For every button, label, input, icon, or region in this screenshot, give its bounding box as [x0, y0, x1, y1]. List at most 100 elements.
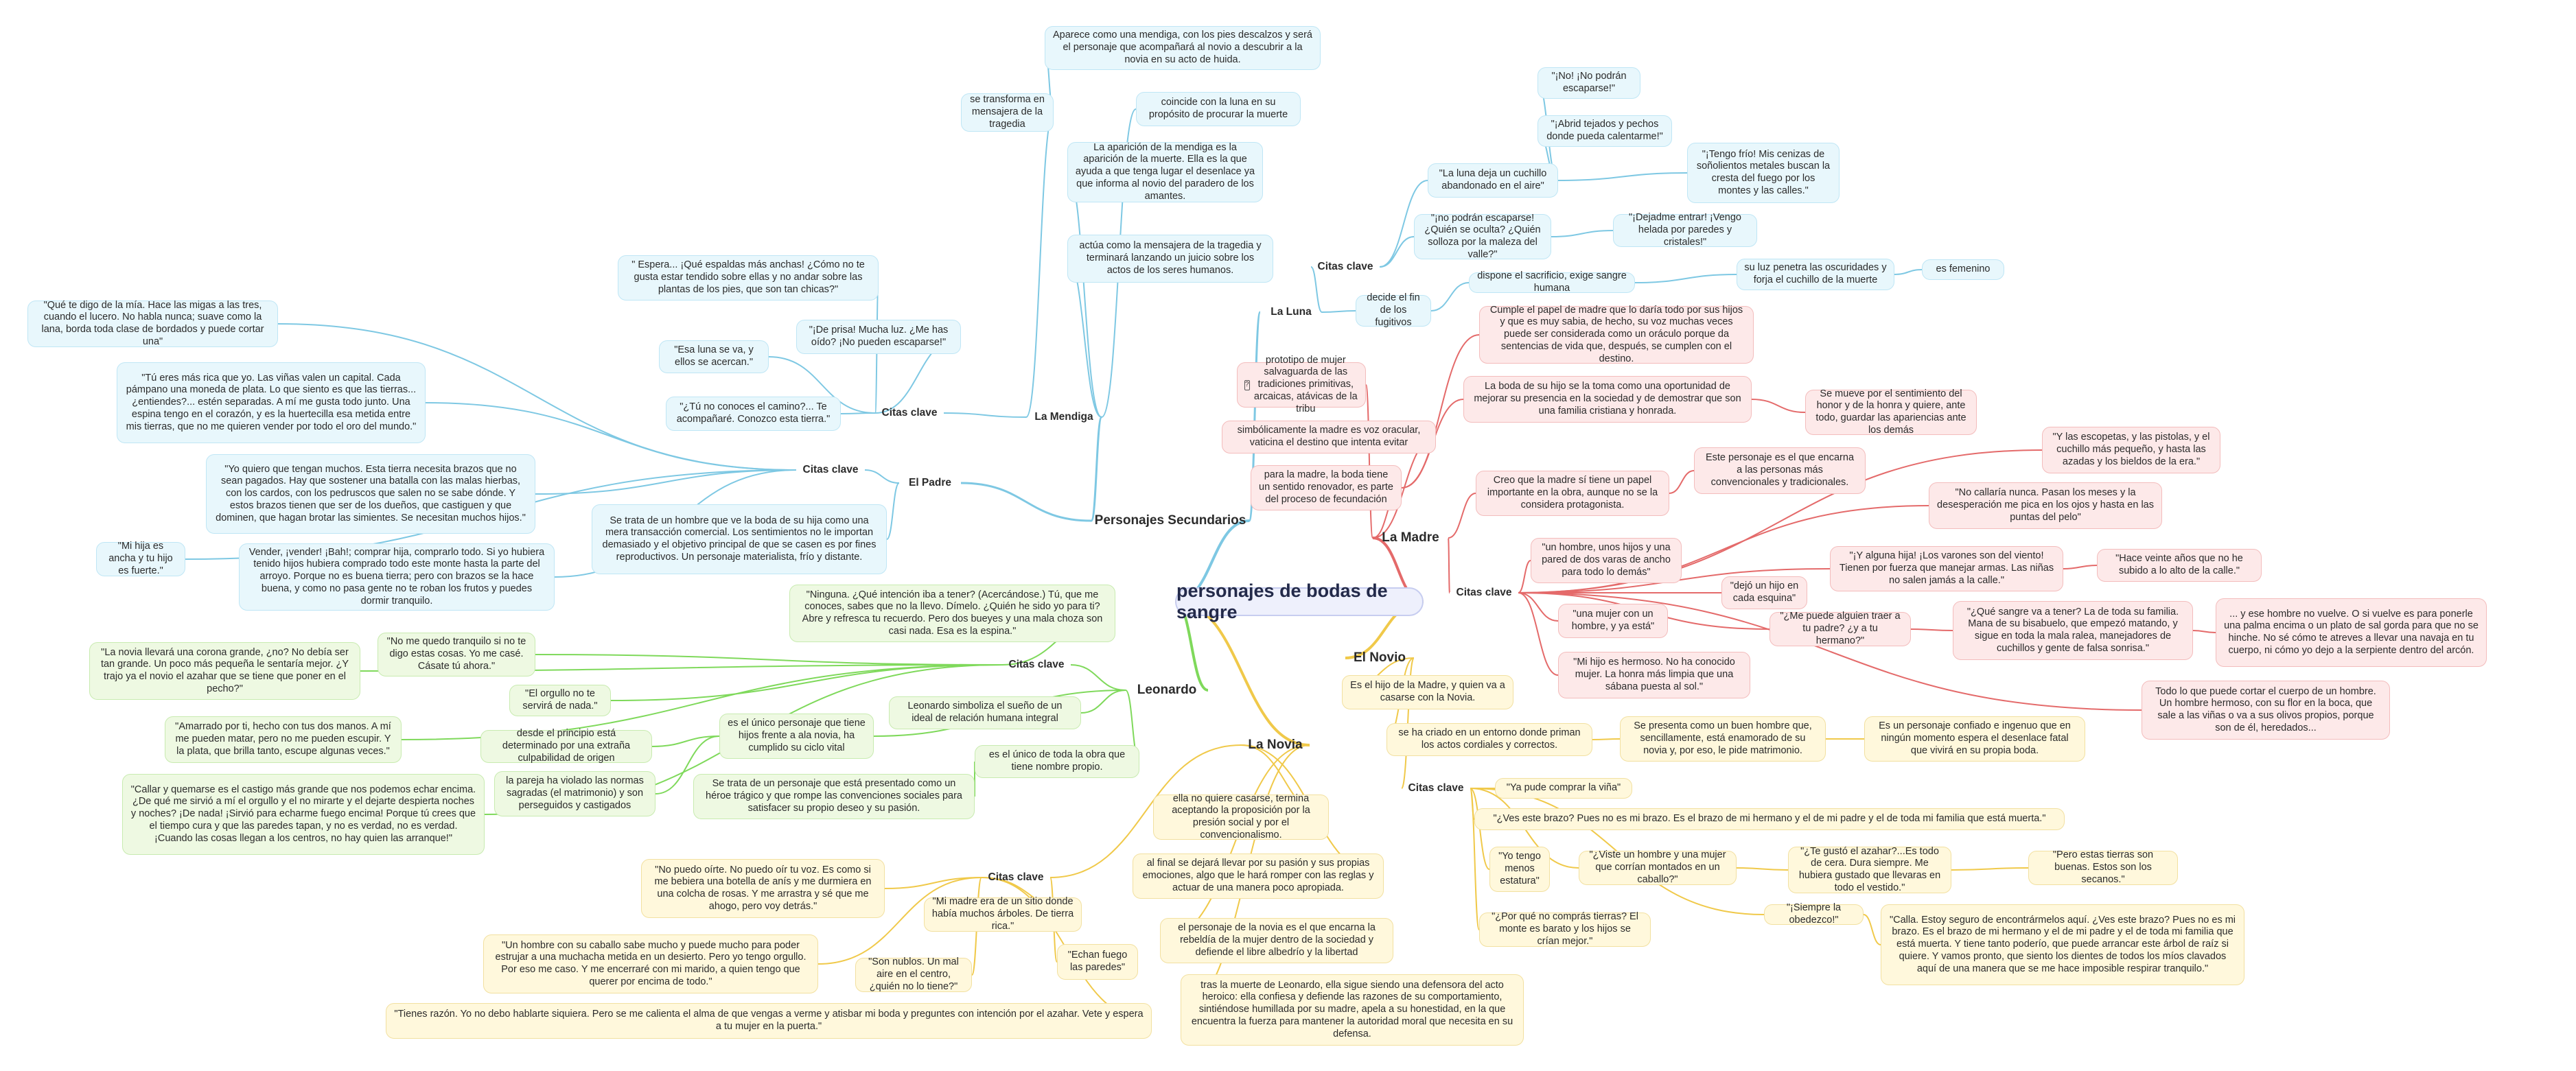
leonardo-cita[interactable]: "El orgullo no te servirá de nada." — [509, 685, 611, 716]
madre-cita[interactable]: "Hace veinte años que no he subido a lo … — [2097, 549, 2262, 582]
luna-cita[interactable]: "¡No! ¡No podrán escaparse!" — [1538, 67, 1640, 99]
luna-cita[interactable]: "¡Dejadme entrar! ¡Vengo helada por pare… — [1613, 212, 1757, 248]
leonardo-cita[interactable]: "Ninguna. ¿Qué intención iba a tener? (A… — [789, 585, 1115, 642]
novia-al-final[interactable]: al final se dejará llevar por su pasión … — [1133, 854, 1384, 899]
novio-cita[interactable]: "Calla. Estoy seguro de encontrármelos a… — [1881, 904, 2244, 985]
madre-cita[interactable]: "¡Y alguna hija! ¡Los varones son del vi… — [1830, 546, 2063, 591]
leonardo-cita[interactable]: "No me quedo tranquilo si no te digo est… — [378, 633, 535, 676]
leonardo-unico-obra[interactable]: es el único de toda la obra que tiene no… — [975, 745, 1139, 778]
branch-el-novio[interactable]: El Novio — [1353, 650, 1406, 666]
mendiga-aparece[interactable]: Aparece como una mendiga, con los pies d… — [1045, 26, 1321, 70]
citas-clave-mendiga[interactable]: Citas clave — [881, 406, 938, 419]
luna-femenino[interactable]: es femenino — [1922, 259, 2004, 280]
padre-desc[interactable]: Se trata de un hombre que ve la boda de … — [592, 504, 887, 574]
madre-cita[interactable]: "¿Me puede alguien traer a tu padre? ¿y … — [1769, 611, 1911, 646]
padre-cita[interactable]: "Tú eres más rica que yo. Las viñas vale… — [117, 362, 426, 443]
leonardo-pareja[interactable]: la pareja ha violado las normas sagradas… — [494, 771, 655, 816]
leonardo-simboliza[interactable]: Leonardo simboliza el sueño de un ideal … — [889, 696, 1081, 729]
madre-cita[interactable]: "un hombre, unos hijos y una pared de do… — [1531, 538, 1682, 583]
novio-hijo[interactable]: Es el hijo de la Madre, y quien va a cas… — [1342, 675, 1513, 709]
mendiga-coincide[interactable]: coincide con la luna en su propósito de … — [1136, 92, 1301, 126]
padre-cita[interactable]: "Mi hija es ancha y tu hijo es fuerte." — [96, 541, 185, 576]
citas-clave-madre[interactable]: Citas clave — [1456, 586, 1512, 598]
novio-cita[interactable]: "¿Te gustó el azahar?...Es todo de cera.… — [1788, 846, 1951, 893]
madre-mueve[interactable]: Se mueve por el sentimiento del honor y … — [1805, 388, 1977, 436]
leonardo-heroe[interactable]: Se trata de un personaje que está presen… — [693, 774, 975, 819]
root-node[interactable]: personajes de bodas de sangre — [1175, 580, 1424, 622]
connector-line — [1518, 505, 1929, 593]
leonardo-unico-hijos[interactable]: es el único personaje que tiene hijos fr… — [719, 714, 874, 759]
padre-cita[interactable]: "Qué te digo de la mía. Hace las migas a… — [27, 300, 278, 347]
novia-cita[interactable]: "Echan fuego las paredes" — [1057, 944, 1138, 980]
novio-cita[interactable]: "¡Siempre la obedezco!" — [1764, 902, 1864, 926]
madre-para-la-madre[interactable]: para la madre, la boda tiene un sentido … — [1251, 465, 1402, 510]
madre-cumple[interactable]: Cumple el papel de madre que lo daría to… — [1479, 305, 1754, 364]
citas-clave-leonardo[interactable]: Citas clave — [1008, 658, 1065, 670]
novio-cita[interactable]: "Yo tengo menos estatura" — [1489, 847, 1550, 892]
novia-cita[interactable]: "Un hombre con su caballo sabe mucho y p… — [483, 934, 818, 993]
luna-luz[interactable]: su luz penetra las oscuridades y forja e… — [1737, 259, 1894, 290]
branch-personajes-secundarios[interactable]: Personajes Secundarios — [1094, 513, 1246, 528]
madre-cita[interactable]: "dejó un hijo en cada esquina" — [1721, 576, 1807, 609]
madre-boda-hijo[interactable]: La boda de su hijo se la toma como una o… — [1463, 376, 1752, 423]
novio-cita[interactable]: "Ya pude comprar la viña" — [1495, 778, 1632, 799]
connector-line — [1557, 172, 1688, 181]
novia-no-quiere[interactable]: ella no quiere casarse, termina aceptand… — [1153, 793, 1329, 840]
novia-cita[interactable]: "Tienes razón. Yo no debo hablarte siqui… — [386, 1003, 1152, 1039]
branch-la-madre[interactable]: La Madre — [1382, 530, 1439, 545]
novio-cita[interactable]: "¿Ves este brazo? Pues no es mi brazo. E… — [1474, 808, 2065, 830]
madre-cita[interactable]: "¿Qué sangre va a tener? La de toda su f… — [1953, 601, 2193, 660]
novia-rebeldia[interactable]: el personaje de la novia es el que encar… — [1160, 918, 1393, 963]
novio-cita[interactable]: "¿Viste un hombre y una mujer que corría… — [1579, 849, 1737, 885]
mendiga-actua[interactable]: actúa como la mensajera de la tragedia y… — [1067, 235, 1273, 283]
leonardo-cita[interactable]: "Callar y quemarse es el castigo más gra… — [122, 774, 485, 855]
novio-cita[interactable]: "¿Por qué no comprás tierras? El monte e… — [1479, 911, 1651, 947]
madre-encarna[interactable]: Este personaje es el que encarna a las p… — [1694, 447, 1866, 494]
connector-line — [1025, 112, 1054, 418]
madre-cita[interactable]: Todo lo que puede cortar el cuerpo de un… — [2142, 681, 2390, 740]
citas-clave-padre[interactable]: Citas clave — [802, 463, 859, 475]
madre-creo[interactable]: Creo que la madre sí tiene un papel impo… — [1476, 471, 1669, 516]
leonardo-cita[interactable]: "La novia llevará una corona grande, ¿no… — [89, 642, 360, 700]
citas-clave-novio[interactable]: Citas clave — [1408, 781, 1464, 794]
mendiga-cita[interactable]: "Esa luna se va, y ellos se acercan." — [659, 340, 769, 373]
novia-cita[interactable]: "Mi madre era de un sitio donde había mu… — [924, 896, 1082, 932]
luna-cita[interactable]: "¡Tengo frío! Mis cenizas de soñolientos… — [1687, 143, 1840, 203]
novio-confiado[interactable]: Es un personaje confiado e ingenuo que e… — [1864, 716, 2085, 762]
luna-cita[interactable]: "¡Abrid tejados y pechos donde pueda cal… — [1538, 115, 1672, 147]
padre-cita[interactable]: "Yo quiero que tengan muchos. Esta tierr… — [206, 454, 535, 534]
madre-cita[interactable]: ... y ese hombre no vuelve. O si vuelve … — [2216, 598, 2487, 667]
leonardo-cita[interactable]: "Amarrado por ti, hecho con tus dos mano… — [165, 716, 402, 763]
padre-cita[interactable]: Vender, ¡vender! ¡Bah!; comprar hija, co… — [239, 543, 555, 611]
luna-cita[interactable]: "La luna deja un cuchillo abandonado en … — [1428, 163, 1558, 198]
branch-la-mendiga[interactable]: La Mendiga — [1034, 410, 1093, 423]
novia-muerte[interactable]: tras la muerte de Leonardo, ella sigue s… — [1181, 974, 1524, 1046]
mendiga-cita[interactable]: "¡De prisa! Mucha luz. ¿Me has oído? ¡No… — [796, 320, 961, 354]
mendiga-cita[interactable]: "¿Tú no conoces el camino?... Te acompañ… — [666, 397, 841, 431]
novio-cita[interactable]: "Pero estas tierras son buenas. Estos so… — [2028, 849, 2178, 885]
citas-clave-novia[interactable]: Citas clave — [988, 871, 1044, 883]
novio-presenta[interactable]: Se presenta como un buen hombre que, sen… — [1620, 716, 1826, 762]
branch-el-padre[interactable]: El Padre — [908, 476, 952, 489]
novio-criado[interactable]: se ha criado en un entorno donde priman … — [1386, 723, 1592, 756]
novia-cita[interactable]: "No puedo oírte. No puedo oír tu voz. Es… — [641, 859, 885, 918]
citas-clave-luna[interactable]: Citas clave — [1317, 260, 1373, 272]
connector-line — [886, 482, 900, 540]
branch-la-luna[interactable]: La Luna — [1270, 305, 1312, 318]
branch-leonardo[interactable]: Leonardo — [1137, 683, 1197, 698]
mendiga-aparicion[interactable]: La aparición de la mendiga es la aparici… — [1067, 142, 1263, 202]
luna-decide[interactable]: decide el fin de los fugitivos — [1356, 292, 1431, 328]
mendiga-transforma[interactable]: se transforma en mensajera de la tragedi… — [961, 93, 1054, 132]
madre-cita[interactable]: "Mi hijo es hermoso. No ha conocido muje… — [1558, 652, 1750, 698]
novia-cita[interactable]: "Son nublos. Un mal aire en el centro, ¿… — [855, 956, 972, 992]
madre-prototipo[interactable]: ?prototipo de mujer salvaguarda de las t… — [1237, 355, 1366, 414]
madre-cita[interactable]: "Y las escopetas, y las pistolas, y el c… — [2042, 427, 2220, 473]
luna-cita[interactable]: "¡no podrán escaparse! ¿Quién se oculta?… — [1414, 213, 1551, 260]
madre-cita[interactable]: "una mujer con un hombre, y ya está" — [1558, 604, 1668, 638]
branch-la-novia[interactable]: La Novia — [1248, 738, 1303, 753]
luna-sacrificio[interactable]: dispone el sacrificio, exige sangre huma… — [1469, 270, 1635, 294]
mendiga-cita[interactable]: " Espera... ¡Qué espaldas más anchas! ¿C… — [618, 255, 879, 301]
madre-simbolicamente[interactable]: simbólicamente la madre es voz oracular,… — [1222, 421, 1436, 454]
madre-cita[interactable]: "No callaría nunca. Pasan los meses y la… — [1929, 482, 2162, 529]
leonardo-desde-principio[interactable]: desde el principio está determinado por … — [480, 728, 652, 764]
